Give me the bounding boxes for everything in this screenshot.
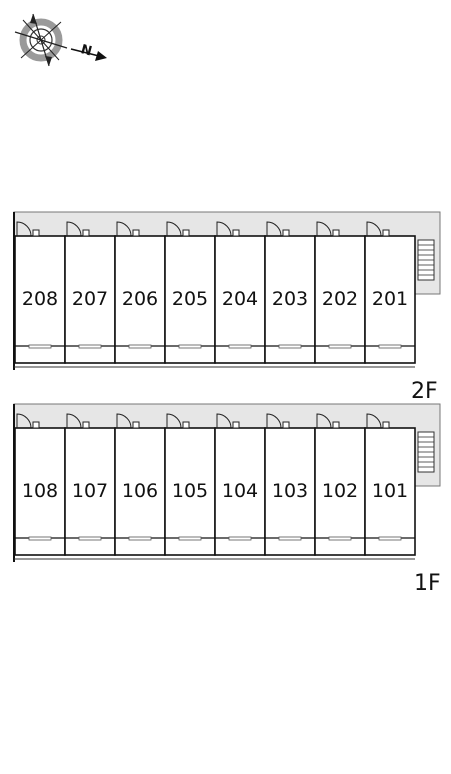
door-icon <box>216 413 240 429</box>
window-icon <box>228 536 252 541</box>
unit-107: 107 <box>64 413 116 556</box>
floor-1f: 108 107 106 105 104 103 102 101 1F <box>13 403 441 596</box>
room-number: 106 <box>122 480 158 502</box>
window-icon <box>278 344 302 349</box>
door-icon <box>16 413 40 429</box>
door-icon <box>66 221 90 237</box>
room-number: 108 <box>22 480 58 502</box>
door-icon <box>116 413 140 429</box>
unit-203: 203 <box>264 221 316 364</box>
room-number: 206 <box>122 288 158 310</box>
unit-208: 208 <box>14 221 66 364</box>
floor-label: 1F <box>414 571 441 596</box>
unit-205: 205 <box>164 221 216 364</box>
unit-207: 207 <box>64 221 116 364</box>
window-icon <box>128 344 152 349</box>
room-number: 105 <box>172 480 208 502</box>
unit-102: 102 <box>314 413 366 556</box>
door-icon <box>216 221 240 237</box>
unit-103: 103 <box>264 413 316 556</box>
unit-202: 202 <box>314 221 366 364</box>
compass-rose-icon: N <box>14 13 107 67</box>
window-icon <box>328 344 352 349</box>
window-icon <box>28 536 52 541</box>
door-icon <box>316 221 340 237</box>
window-icon <box>178 536 202 541</box>
stair-icon <box>417 431 435 473</box>
door-icon <box>66 413 90 429</box>
unit-101: 101 <box>364 413 416 556</box>
room-number: 103 <box>272 480 308 502</box>
door-icon <box>116 221 140 237</box>
room-number: 102 <box>322 480 358 502</box>
door-icon <box>366 413 390 429</box>
window-icon <box>28 344 52 349</box>
window-icon <box>78 344 102 349</box>
room-number: 101 <box>372 480 408 502</box>
unit-206: 206 <box>114 221 166 364</box>
unit-106: 106 <box>114 413 166 556</box>
door-icon <box>16 221 40 237</box>
unit-105: 105 <box>164 413 216 556</box>
window-icon <box>328 536 352 541</box>
unit-204: 204 <box>214 221 266 364</box>
floor-2f: 208 207 206 205 204 203 202 201 2F <box>13 211 441 404</box>
stair-icon <box>417 239 435 281</box>
window-icon <box>128 536 152 541</box>
room-number: 205 <box>172 288 208 310</box>
floor-label: 2F <box>411 379 438 404</box>
room-number: 201 <box>372 288 408 310</box>
unit-104: 104 <box>214 413 266 556</box>
door-icon <box>366 221 390 237</box>
room-number: 104 <box>222 480 258 502</box>
door-icon <box>166 221 190 237</box>
room-number: 107 <box>72 480 108 502</box>
window-icon <box>278 536 302 541</box>
room-number: 203 <box>272 288 308 310</box>
door-icon <box>266 413 290 429</box>
room-number: 207 <box>72 288 108 310</box>
window-icon <box>378 344 402 349</box>
door-icon <box>316 413 340 429</box>
window-icon <box>228 344 252 349</box>
door-icon <box>166 413 190 429</box>
unit-108: 108 <box>14 413 66 556</box>
door-icon <box>266 221 290 237</box>
window-icon <box>78 536 102 541</box>
unit-201: 201 <box>364 221 416 364</box>
window-icon <box>178 344 202 349</box>
north-letter: N <box>79 42 93 59</box>
room-number: 204 <box>222 288 258 310</box>
room-number: 208 <box>22 288 58 310</box>
window-icon <box>378 536 402 541</box>
room-number: 202 <box>322 288 358 310</box>
